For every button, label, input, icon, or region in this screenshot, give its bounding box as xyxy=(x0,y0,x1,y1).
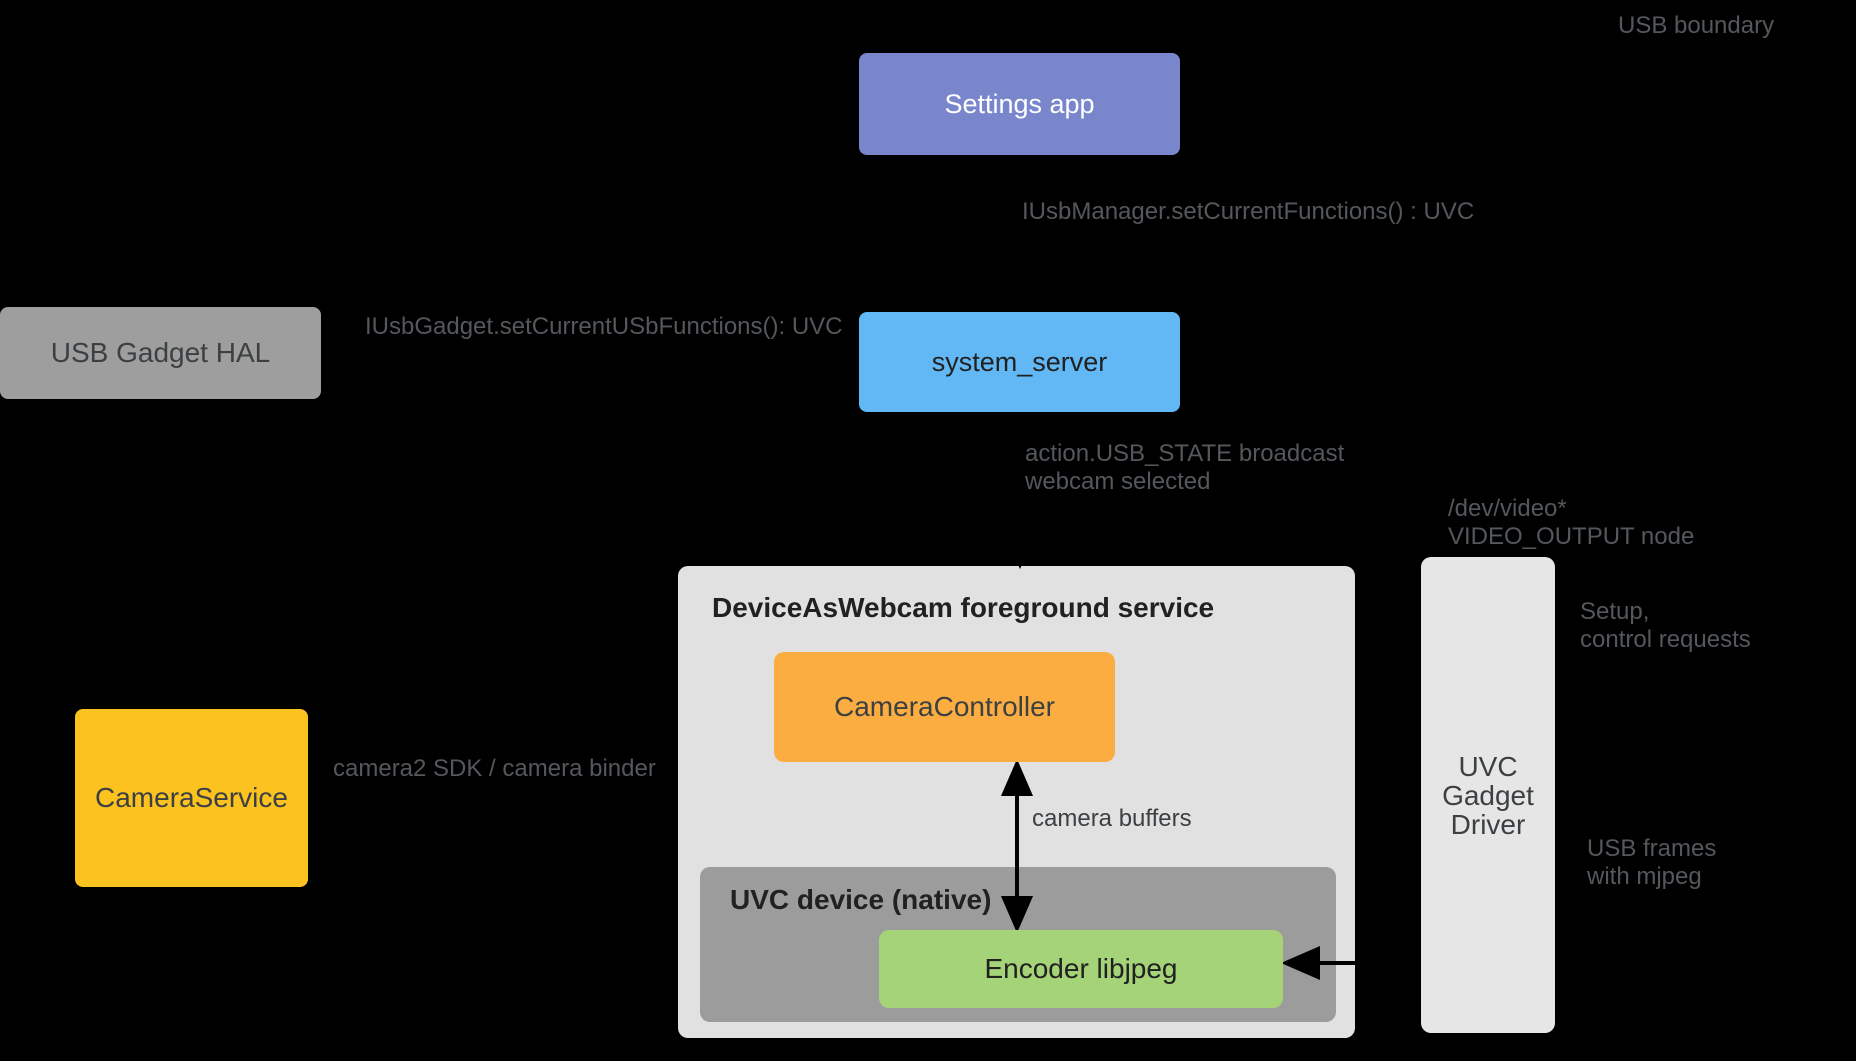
usb-gadget-hal-box: USB Gadget HAL xyxy=(0,307,321,399)
usb-frames-mjpeg-label: USB frames with mjpeg xyxy=(1587,835,1716,891)
settings-to-systemserver-arrowhead xyxy=(1004,280,1036,316)
camera-buffers-arrow xyxy=(1000,758,1034,934)
uvc-gadget-driver-box: UVC Gadget Driver xyxy=(1421,557,1555,1033)
camera-controller-box: CameraController xyxy=(774,652,1115,762)
settings-app-box: Settings app xyxy=(859,53,1180,155)
setup-control-requests-line2: control requests xyxy=(1580,626,1751,653)
uvc-gadget-driver-label-line1: UVC xyxy=(1458,750,1518,782)
camera-controller-label: CameraController xyxy=(834,691,1055,722)
dev-video-node-line1: /dev/video* xyxy=(1448,495,1567,522)
usb-frames-arrow xyxy=(1281,945,1421,981)
camera-buffers-arrowhead-up xyxy=(1000,758,1034,796)
camera-service-label: CameraService xyxy=(95,782,288,813)
usb-frames-arrowhead-left xyxy=(1281,945,1320,981)
camera2-sdk-label: camera2 SDK / camera binder xyxy=(333,755,656,782)
device-as-webcam-title: DeviceAsWebcam foreground service xyxy=(712,592,1215,623)
system-server-box: system_server xyxy=(859,312,1180,412)
usb-state-broadcast-line1: action.USB_STATE broadcast xyxy=(1025,440,1345,467)
uvc-device-native-title: UVC device (native) xyxy=(730,884,992,915)
usb-gadget-hal-label: USB Gadget HAL xyxy=(50,337,271,368)
system-server-label: system_server xyxy=(931,346,1108,377)
systemserver-to-hal-arrowhead xyxy=(319,341,359,373)
camera-service-box: CameraService xyxy=(75,709,308,887)
uvc-gadget-driver-label-line2: Gadget xyxy=(1442,779,1534,811)
setup-control-requests-label: Setup, control requests xyxy=(1580,598,1751,654)
dev-video-node-label: /dev/video* VIDEO_OUTPUT node xyxy=(1448,495,1694,551)
encoder-libjpeg-label: Encoder libjpeg xyxy=(984,953,1178,984)
camera-buffers-arrowhead-down xyxy=(1000,896,1034,934)
systemserver-to-service-arrowhead xyxy=(1004,534,1036,570)
setup-control-requests-line1: Setup, xyxy=(1580,598,1650,625)
usb-state-broadcast-line2: webcam selected xyxy=(1025,468,1211,495)
usb-boundary-label: USB boundary xyxy=(1618,12,1775,39)
usb-frames-mjpeg-line1: USB frames xyxy=(1587,835,1717,862)
dev-video-node-line2: VIDEO_OUTPUT node xyxy=(1448,523,1695,550)
usb-frames-mjpeg-line2: with mjpeg xyxy=(1587,863,1702,890)
settings-app-label: Settings app xyxy=(944,88,1095,119)
iusbgadget-call-label: IUsbGadget.setCurrentUSbFunctions(): UVC xyxy=(365,313,843,340)
uvc-gadget-driver-label-line3: Driver xyxy=(1450,808,1526,840)
usb-state-broadcast-label: action.USB_STATE broadcast webcam select… xyxy=(1025,440,1344,496)
iusbmanager-call-label: IUsbManager.setCurrentFunctions() : UVC xyxy=(1022,198,1475,225)
camera-buffers-label: camera buffers xyxy=(1032,805,1192,832)
encoder-libjpeg-box: Encoder libjpeg xyxy=(879,930,1283,1008)
